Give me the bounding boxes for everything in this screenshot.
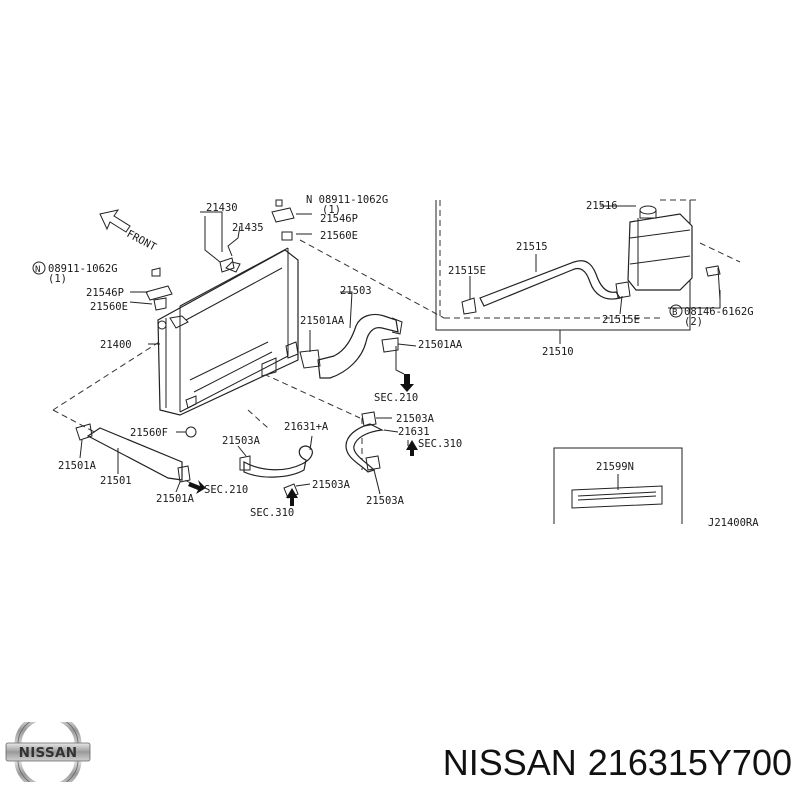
- label-qty-top: (1): [322, 204, 341, 216]
- label-21560f: 21560F: [130, 427, 168, 439]
- label-21599n-box: [553, 447, 683, 524]
- leader-lines: [79, 205, 721, 495]
- label-21503a-2: 21503A: [396, 413, 435, 425]
- front-arrow-icon: [99, 209, 131, 233]
- label-bolt-left: 08911-1062G: [48, 263, 118, 275]
- cap-assembly-top: [145, 199, 295, 311]
- label-21515e-left: 21515E: [448, 265, 486, 277]
- brand-name: NISSAN: [442, 742, 577, 783]
- upper-hose: [299, 313, 403, 379]
- label-21516: 21516: [586, 200, 618, 212]
- label-21430: 21430: [206, 202, 238, 214]
- label-21501a-bottom: 21501A: [156, 493, 195, 505]
- label-21560e-left: 21560E: [90, 301, 128, 313]
- reservoir-tank: [627, 205, 721, 301]
- label-sec210-a: SEC.210: [374, 392, 418, 404]
- diagram-code: J21400RA: [708, 517, 759, 529]
- front-label: FRONT: [125, 228, 159, 254]
- heater-hose-b: [345, 411, 385, 473]
- label-bolt-left-circle: N: [35, 265, 40, 275]
- label-21503: 21503: [340, 285, 372, 297]
- label-21503a-4: 21503A: [366, 495, 405, 507]
- label-21560e-top: 21560E: [320, 230, 358, 242]
- label-21501aa-left: 21501AA: [300, 315, 345, 327]
- label-sec210-b: SEC.210: [204, 484, 248, 496]
- sec-arrows: [188, 374, 418, 506]
- label-21510: 21510: [542, 346, 574, 358]
- label-sec310-b: SEC.310: [250, 507, 294, 519]
- label-qty-left: (1): [48, 273, 67, 285]
- part-number: 216315Y700: [587, 742, 792, 783]
- label-21501: 21501: [100, 475, 132, 487]
- radiator: [157, 247, 299, 416]
- label-21501a-left: 21501A: [58, 460, 97, 472]
- label-21501aa-right: 21501AA: [418, 339, 463, 351]
- reservoir-hose: [461, 260, 631, 315]
- lower-hose: [75, 423, 197, 483]
- logo-text: NISSAN: [19, 745, 78, 761]
- label-21503a-1: 21503A: [222, 435, 261, 447]
- heater-hose-a: [239, 445, 313, 499]
- label-21503a-3: 21503A: [312, 479, 351, 491]
- label-bolt-right: 08146-6162G: [684, 306, 754, 318]
- label-21546p-top: 21546P: [320, 213, 358, 225]
- label-21546p-left: 21546P: [86, 287, 124, 299]
- label-qty-right: (2): [684, 316, 703, 328]
- label-21515e-right: 21515E: [602, 314, 640, 326]
- label-bolt-top: N 08911-1062G: [306, 194, 388, 206]
- label-21631: 21631: [398, 426, 430, 438]
- label-sec310-a: SEC.310: [418, 438, 462, 450]
- nissan-logo: NISSAN: [5, 722, 91, 782]
- label-bolt-right-circle: B: [672, 308, 677, 318]
- label-21400: 21400: [100, 339, 132, 351]
- label-21435: 21435: [232, 222, 264, 234]
- label-21631a: 21631+A: [284, 421, 329, 433]
- label-21515: 21515: [516, 241, 548, 253]
- label-21599n: 21599N: [596, 461, 634, 473]
